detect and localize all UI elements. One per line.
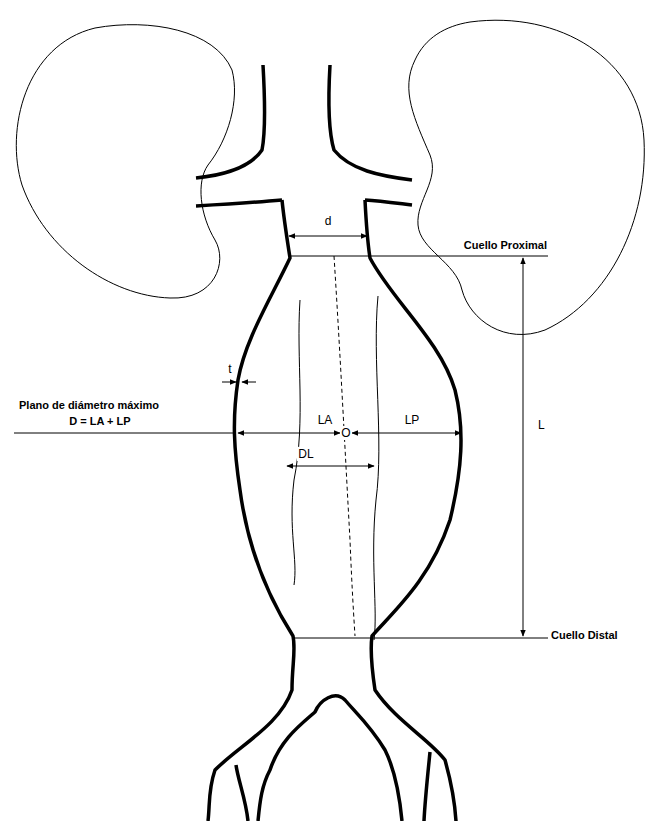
dimension-arrow (523, 258, 524, 636)
point-label: O (340, 426, 351, 440)
neck-line (293, 638, 548, 639)
centre-line (334, 256, 355, 636)
dimension-label: LA (317, 413, 334, 427)
dimension-arrow (352, 433, 461, 434)
dimension-label: t (227, 362, 232, 376)
plane-label: Plano de diámetro máximo (18, 398, 160, 412)
formula-label: D = LA + LP (68, 414, 131, 428)
aorta-wall (196, 65, 461, 821)
dimension-arrow (287, 466, 374, 467)
dimension-label: LP (404, 413, 421, 427)
lumen-line (292, 300, 300, 585)
left-kidney (16, 25, 234, 298)
lumen-line (374, 296, 379, 640)
right-kidney (409, 20, 645, 334)
dimension-arrow (238, 433, 340, 434)
plane-label: Cuello Proximal (463, 238, 548, 252)
dimension-label: d (324, 214, 333, 228)
thickness-arrow (222, 382, 236, 383)
thickness-arrow (242, 382, 256, 383)
dimension-label: DL (297, 447, 314, 461)
dimension-label: L (537, 418, 546, 432)
plane-line (14, 433, 234, 434)
plane-label: Cuello Distal (550, 628, 619, 642)
neck-line (291, 256, 548, 257)
dimension-arrow (289, 236, 367, 237)
